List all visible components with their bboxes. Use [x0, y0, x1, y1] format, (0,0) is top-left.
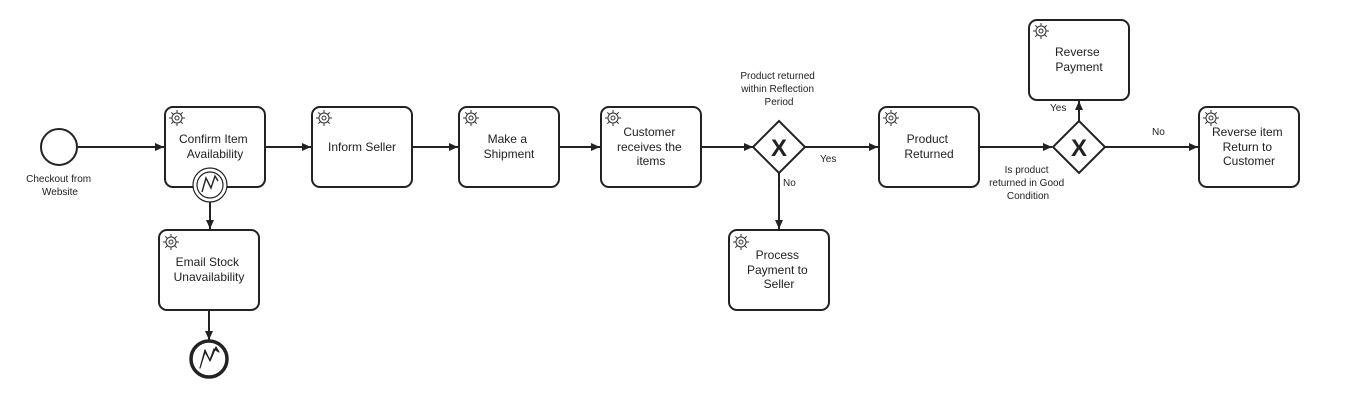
task-confirm-item-availability[interactable]: Confirm Item Availability	[164, 106, 266, 188]
flow-label-g2-no: No	[1152, 127, 1165, 138]
start-event[interactable]	[40, 128, 78, 166]
task-customer-receives-items[interactable]: Customer receives the items	[600, 106, 702, 188]
flow-label-g1-yes: Yes	[820, 154, 836, 165]
flow-label-g2-yes: Yes	[1050, 103, 1066, 114]
gateway-x-icon: X	[771, 135, 787, 162]
task-reverse-payment[interactable]: Reverse Payment	[1028, 19, 1130, 101]
gateway-reflection-period-label: Product returned within Reflection Perio…	[740, 71, 817, 108]
start-event-label: Checkout from Website	[26, 174, 94, 198]
lightning-icon	[201, 174, 219, 193]
svg-text:Product Returned: Product Returned	[904, 132, 953, 161]
gateway-good-condition-label: Is product returned in Good Condition	[989, 165, 1067, 202]
task-email-stock-unavailability[interactable]: Email Stock Unavailability	[158, 229, 260, 311]
exclusive-gateway-reflection-period[interactable]: X	[751, 119, 807, 175]
boundary-error-event[interactable]	[192, 167, 228, 203]
svg-text:Customer receives the: Customer receives the items	[617, 125, 685, 168]
flow-label-g1-no: No	[783, 178, 796, 189]
svg-text:Reverse item Return to: Reverse item Return to Customer	[1212, 125, 1286, 168]
task-product-returned[interactable]: Product Returned	[878, 106, 980, 188]
svg-text:Email Stock Unavailabili: Email Stock Unavailability	[174, 255, 245, 284]
svg-text:Make a Shipment: Make a Shipment	[484, 132, 535, 161]
error-end-event[interactable]	[189, 339, 229, 379]
gateway-x-icon: X	[1071, 135, 1087, 162]
svg-text:Inform Seller: Inform Seller	[328, 140, 396, 154]
svg-text:Process Payment to: Process Payment to Seller	[747, 248, 811, 291]
exclusive-gateway-good-condition[interactable]: X	[1051, 119, 1107, 175]
task-make-a-shipment[interactable]: Make a Shipment	[458, 106, 560, 188]
task-reverse-item-return[interactable]: Reverse item Return to Customer	[1198, 106, 1300, 188]
svg-text:Confirm Item Availabilit: Confirm Item Availability	[179, 132, 251, 161]
lightning-icon	[199, 346, 220, 369]
svg-text:Reverse Payment: Reverse Payment	[1055, 45, 1103, 74]
task-inform-seller[interactable]: Inform Seller	[311, 106, 413, 188]
task-process-payment-to-seller[interactable]: Process Payment to Seller	[728, 229, 830, 311]
